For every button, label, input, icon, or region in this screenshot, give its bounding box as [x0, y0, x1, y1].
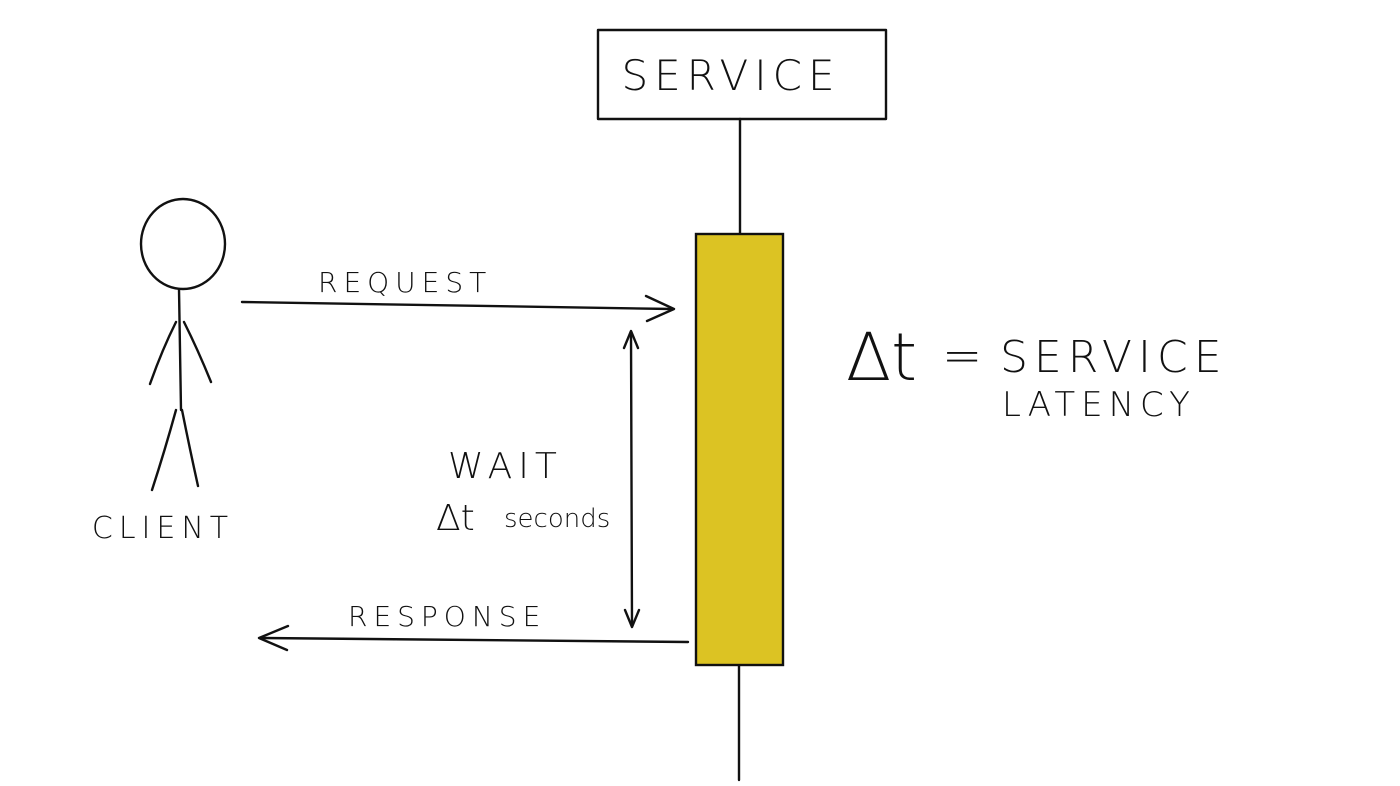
request-arrow-head: [644, 294, 676, 323]
client-right-arm: [182, 320, 213, 384]
wait-arrow-line: [629, 331, 634, 628]
response-label: RESPONSE: [348, 600, 546, 633]
wait-label: WAIT: [448, 446, 563, 487]
definition-delta-symbol: Δt: [846, 319, 917, 396]
response-arrow-line: [260, 636, 690, 644]
client-body: [177, 287, 183, 412]
processing-bar: [694, 232, 785, 667]
response-arrow-head: [257, 624, 290, 652]
definition-equals: =: [942, 328, 982, 384]
client-left-leg: [150, 408, 178, 492]
client-stick-figure: [139, 197, 227, 492]
client-left-arm: [148, 320, 178, 386]
wait-arrow-head-bottom: [623, 608, 641, 629]
request-arrow-line: [240, 300, 674, 311]
wait-arrow-head-top: [622, 329, 640, 350]
service-label: SERVICE: [621, 51, 840, 100]
wait-delta-symbol: Δt: [436, 498, 475, 539]
request-label: REQUEST: [318, 266, 492, 299]
client-head: [139, 197, 227, 291]
client-right-leg: [180, 408, 200, 488]
service-box: [596, 28, 888, 121]
client-label: CLIENT: [92, 511, 234, 546]
definition-word-service: SERVICE: [1000, 332, 1228, 383]
definition-word-latency: LATENCY: [1002, 385, 1196, 425]
wait-unit: seconds: [504, 504, 610, 534]
